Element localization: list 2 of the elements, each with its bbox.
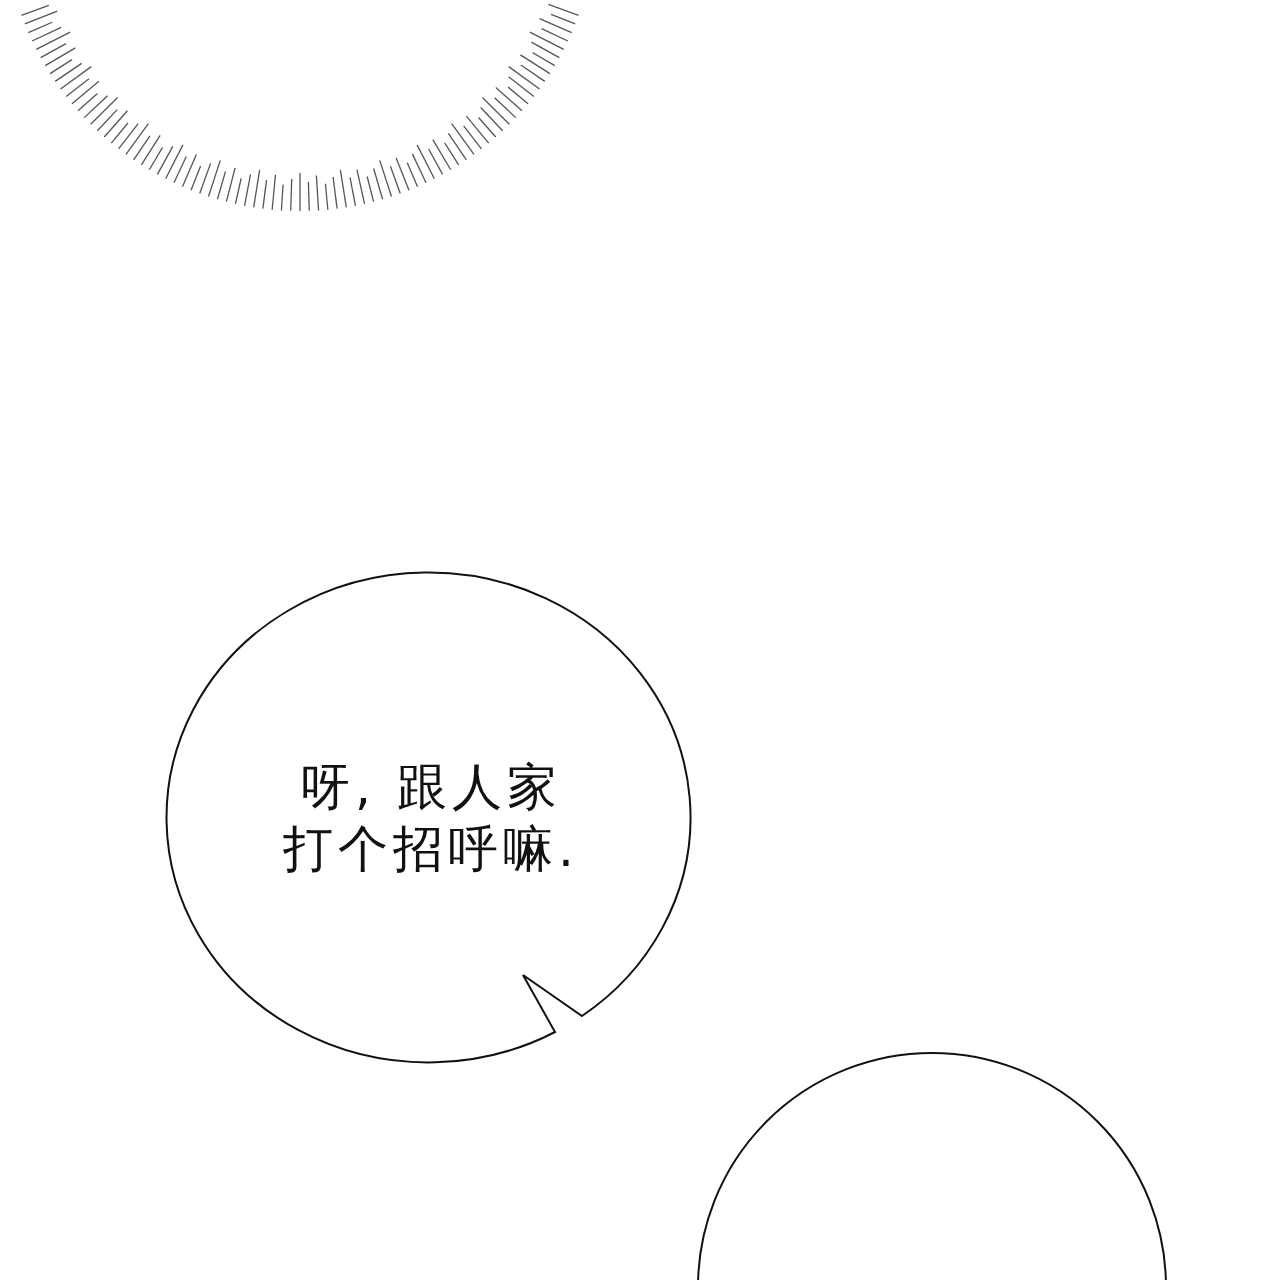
speech-text: 呀, 跟人家打个招呼嘛. [282,757,580,880]
speech-bubble [168,572,694,1064]
